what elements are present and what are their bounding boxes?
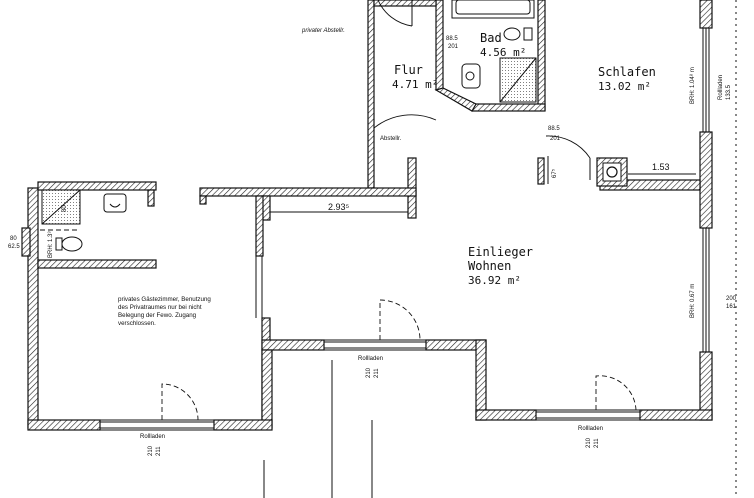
wall-wc-left-strip bbox=[21, 227, 31, 257]
dim-wc-80: 80 bbox=[62, 205, 68, 212]
wall-right-mid bbox=[699, 131, 713, 229]
dim-wohnen-width: 2.93⁵ bbox=[328, 202, 350, 212]
rollladen-label-2: Rollladen bbox=[578, 426, 603, 432]
schlafen-door-swing bbox=[545, 135, 591, 159]
wall-wc-right bbox=[147, 189, 155, 207]
dim-brh-wohnen: BRH: 0.67 m bbox=[690, 284, 696, 318]
wall-guest-bottom bbox=[27, 419, 101, 431]
wall-bad-right bbox=[537, 0, 546, 111]
guest-note-line-3: Belegung der Fewo. Zugang bbox=[118, 312, 197, 319]
wall-right-upper bbox=[699, 0, 713, 29]
guest-balcony-door bbox=[161, 383, 199, 421]
wall-bad-bottom bbox=[471, 103, 546, 112]
wall-wc-bottom bbox=[37, 259, 157, 269]
room-wohnen-name-1: Einlieger bbox=[468, 245, 533, 259]
abstellr-door-swing bbox=[373, 114, 437, 129]
fixtures bbox=[40, 0, 537, 252]
dim-left-win-top: 80 bbox=[10, 236, 17, 242]
dim-win3-bot: 211 bbox=[156, 446, 162, 456]
walls bbox=[21, 0, 713, 431]
window-marks bbox=[99, 339, 641, 431]
privater-abstellr-label: privater Abstellr. bbox=[301, 28, 345, 34]
wall-flur-left bbox=[367, 0, 375, 189]
room-schlafen-area: 13.02 m² bbox=[598, 80, 651, 93]
room-labels: Flur 4.71 m² Bad 4.56 m² Schlafen 13.02 … bbox=[392, 31, 656, 287]
wall-guest-divider-top bbox=[255, 195, 264, 257]
wall-bad-diag bbox=[434, 87, 477, 112]
dim-left-win-bot: 62.5 bbox=[8, 244, 20, 250]
wall-bottom-4 bbox=[475, 409, 537, 421]
dim-win-schlafen-bot: 133.5 bbox=[726, 84, 732, 100]
dim-win-schlafen-top: Rollladen bbox=[718, 75, 724, 100]
notes: privater Abstellr. Abstellr. privates Gä… bbox=[118, 28, 402, 327]
abstellr-label: Abstellr. bbox=[380, 136, 402, 142]
sink-guest bbox=[103, 193, 127, 213]
rollladen-label-1: Rollladen bbox=[358, 356, 383, 362]
wall-bottom-1 bbox=[261, 339, 325, 351]
toilet-guest bbox=[61, 236, 83, 252]
room-wohnen-name-2: Wohnen bbox=[468, 259, 511, 273]
room-schlafen-name: Schlafen bbox=[598, 65, 656, 79]
dim-win1-bot: 211 bbox=[374, 368, 380, 378]
wall-wc-top bbox=[37, 181, 157, 191]
dim-win2-top: 210 bbox=[586, 437, 592, 448]
wall-bottom-3 bbox=[475, 339, 487, 421]
dim-win1-top: 210 bbox=[366, 367, 372, 378]
bathtub bbox=[451, 0, 535, 19]
dimension-labels: 2.93⁵ 1.53 67⁵ 88.5 201 88.5 201 BRH: 1.… bbox=[8, 36, 737, 456]
wall-wohnen-top-stub bbox=[199, 195, 207, 205]
wall-guest-bottom-right bbox=[213, 419, 273, 431]
dim-win-wohnen-top: 200 bbox=[726, 296, 737, 302]
dim-bad-door-bot: 201 bbox=[448, 44, 459, 50]
flur-door-swing bbox=[377, 0, 413, 27]
guest-note-line-1: privates Gästezimmer, Benutzung bbox=[118, 296, 211, 303]
guest-note-line-2: des Privatraumes nur bei nicht bbox=[118, 304, 202, 311]
room-bad-area: 4.56 m² bbox=[480, 46, 526, 59]
room-wohnen-area: 36.92 m² bbox=[468, 274, 521, 287]
wall-guest-left bbox=[27, 187, 39, 429]
room-bad-name: Bad bbox=[480, 31, 502, 45]
guest-note-line-4: verschlossen. bbox=[118, 320, 156, 327]
room-flur-area: 4.71 m² bbox=[392, 78, 438, 91]
doors bbox=[161, 114, 637, 421]
rollladen-label-3: Rollladen bbox=[140, 434, 165, 440]
wall-flur-top bbox=[373, 0, 437, 7]
wall-bottom-left-step bbox=[261, 349, 273, 429]
dim-schlafen-door-bot: 201 bbox=[550, 136, 561, 142]
dim-brh-left: BRH: 1.3⁹ bbox=[47, 231, 54, 258]
dim-brh-schlafen: BRH: 1.04⁸ m bbox=[689, 67, 696, 104]
dim-bad-door-top: 88.5 bbox=[446, 36, 458, 42]
toilet-bad bbox=[503, 27, 521, 41]
dim-schlafen-door-top: 88.5 bbox=[548, 126, 560, 132]
drain-icon bbox=[465, 71, 475, 81]
sink-bad bbox=[461, 63, 481, 89]
wall-wohnen-top-left bbox=[199, 187, 417, 197]
wall-schlafen-left bbox=[537, 157, 545, 185]
wall-bottom-5 bbox=[639, 409, 713, 421]
dim-wall-67: 67⁵ bbox=[551, 168, 558, 178]
dimension-lines bbox=[263, 0, 737, 498]
dim-win-wohnen-bot: 161 bbox=[726, 304, 737, 310]
room-flur-name: Flur bbox=[394, 63, 423, 77]
wall-bad-left bbox=[435, 0, 444, 91]
wohnen-balcony-door-2 bbox=[595, 375, 637, 411]
dim-win3-top: 210 bbox=[148, 445, 154, 456]
dim-schlafen-width: 1.53 bbox=[652, 162, 670, 172]
wohnen-balcony-door-1 bbox=[379, 299, 421, 341]
dim-win2-bot: 211 bbox=[594, 438, 600, 448]
